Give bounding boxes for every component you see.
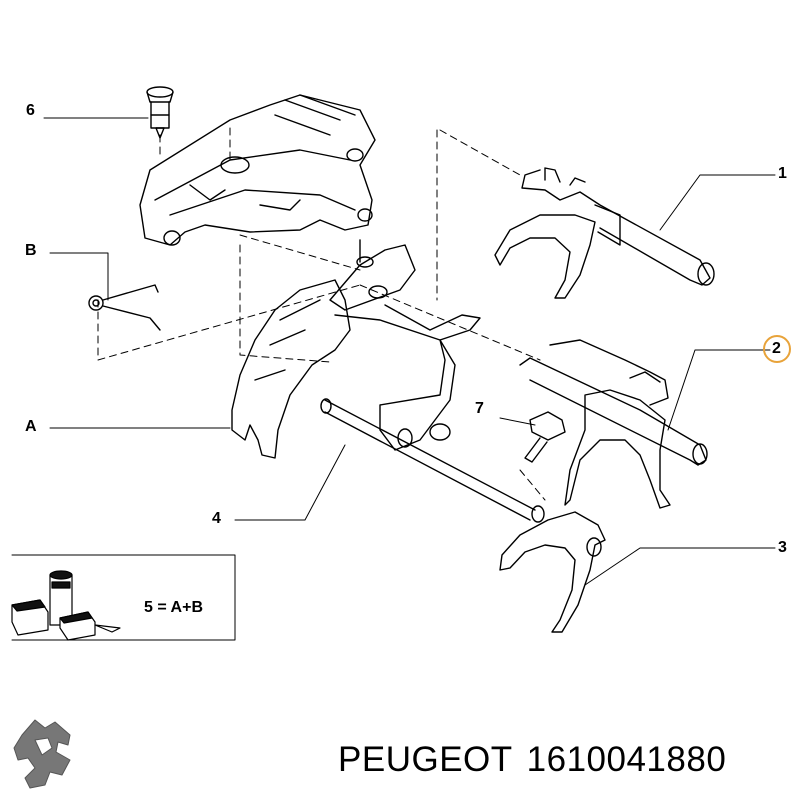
callout-B: B: [25, 242, 37, 259]
callout-A: A: [25, 418, 37, 435]
selector-fork-A: [231, 239, 481, 459]
callout-4: 4: [212, 510, 221, 527]
pin-part-6: [146, 86, 174, 139]
selector-fork-part-3: [499, 511, 606, 633]
kit-formula: 5 = A+B: [144, 599, 203, 616]
part-number: 1610041880: [526, 740, 727, 779]
callout-3: 3: [778, 539, 787, 556]
leader-lines: [43, 117, 776, 586]
assembly-dashed-lines: [97, 127, 546, 501]
shift-rail-part-4: [320, 339, 545, 523]
highlight-ring: [763, 335, 791, 363]
selector-housing: [139, 94, 376, 246]
callout-2: 2: [772, 340, 781, 357]
callout-6: 6: [26, 102, 35, 119]
callout-1: 1: [778, 165, 787, 182]
bolt-part-7: [524, 411, 566, 463]
spring-part-B: [88, 284, 161, 331]
selector-fork-part-1: [494, 167, 715, 299]
brand-caption: PEUGEOT 1610041880: [338, 740, 726, 780]
brand-name: PEUGEOT: [338, 740, 513, 779]
peugeot-lion-icon: [13, 719, 71, 789]
sealant-tubes-icon: [11, 570, 121, 641]
selector-fork-part-2: [519, 339, 708, 509]
kit-box-frame: [11, 554, 236, 641]
callout-7: 7: [475, 400, 484, 417]
